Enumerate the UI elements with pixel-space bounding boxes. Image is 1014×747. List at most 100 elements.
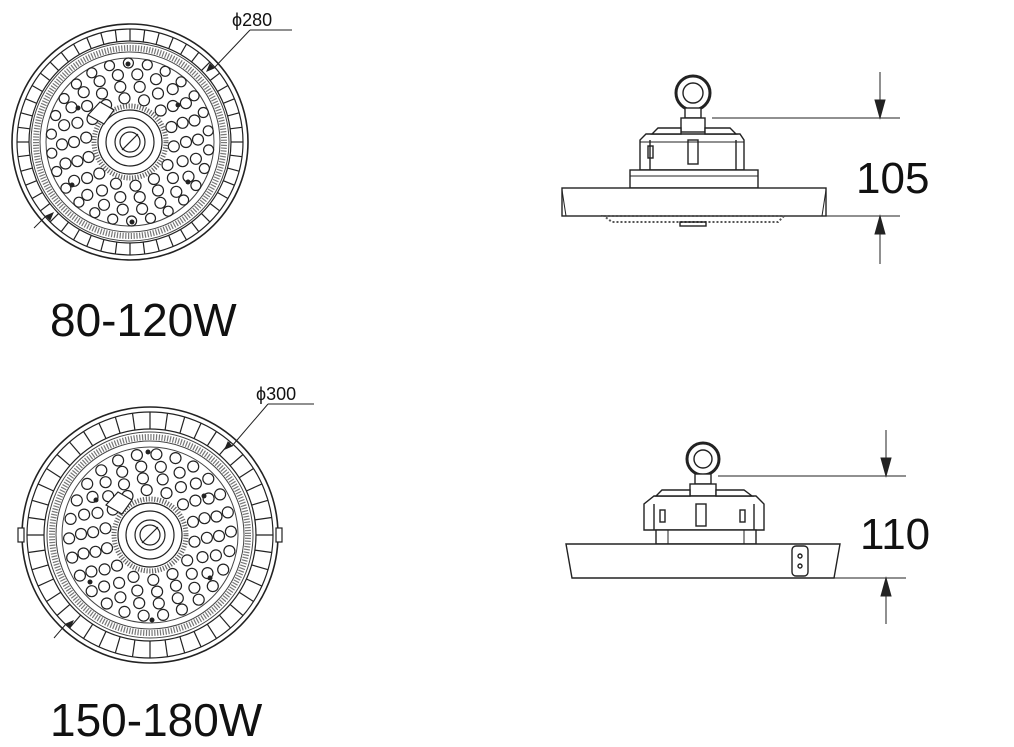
cooling-fin [56, 454, 71, 467]
led-lens [135, 460, 148, 473]
led-lens [198, 512, 211, 525]
cooling-fin [31, 564, 49, 571]
led-lens [89, 545, 102, 558]
led-lens [154, 196, 167, 209]
led-lens [171, 592, 184, 605]
led-lens [137, 94, 151, 107]
led-lens [157, 608, 170, 622]
led-lens [150, 448, 163, 461]
led-lens-array-1 [45, 57, 215, 227]
led-lens [221, 506, 234, 519]
led-lens [109, 177, 123, 190]
cooling-fin [238, 591, 254, 603]
led-lens [192, 593, 205, 606]
led-lens [77, 547, 90, 560]
cooling-fin [218, 614, 231, 629]
led-lens [55, 138, 69, 151]
led-lens [151, 184, 165, 197]
cooling-fin [31, 191, 43, 200]
led-lens [116, 203, 129, 216]
led-lens [159, 65, 171, 77]
led-lens [118, 605, 131, 619]
height-label-2: 110 [860, 510, 930, 559]
led-lens [114, 80, 127, 94]
cooling-fin [209, 203, 220, 212]
cooling-fin [17, 126, 30, 130]
led-lens [65, 101, 78, 114]
led-lens [89, 207, 101, 219]
led-lens [217, 563, 230, 576]
led-lens [85, 585, 98, 598]
cooling-fin [131, 639, 136, 657]
led-lens [173, 466, 186, 479]
cooling-fin [191, 221, 200, 232]
cooling-fin [72, 229, 81, 241]
cooling-fin [217, 84, 229, 93]
center-hub-2 [111, 496, 189, 574]
led-lens [100, 597, 113, 610]
led-lens [141, 59, 153, 71]
cooling-fin [179, 43, 188, 55]
led-lens [97, 580, 111, 593]
led-lens [151, 87, 165, 100]
led-lens [95, 184, 109, 197]
mesh-ring-2 [46, 431, 254, 639]
led-lens [133, 191, 146, 204]
led-lens [186, 515, 200, 528]
cooling-fin [82, 623, 94, 639]
led-lens [46, 147, 58, 159]
led-lens [66, 551, 79, 564]
led-lens [64, 512, 77, 526]
cooling-fin [40, 203, 51, 212]
led-lens [188, 90, 200, 102]
cooling-fin [200, 61, 211, 72]
cooling-fin [155, 239, 160, 252]
cooling-fin [49, 61, 60, 72]
led-lens [107, 213, 119, 225]
led-lens [174, 481, 187, 494]
cooling-fin [69, 441, 82, 456]
cooling-fin [155, 32, 160, 45]
led-lens [136, 472, 149, 485]
cooling-fin [238, 467, 254, 479]
power-label-1: 80-120W [50, 294, 237, 346]
center-hub-1 [91, 103, 169, 181]
led-lens [73, 196, 85, 208]
cooling-fin [168, 37, 174, 49]
led-lens [74, 527, 88, 541]
led-lens [178, 194, 190, 206]
led-lens [77, 86, 90, 99]
height-dimension-1 [712, 72, 900, 264]
led-lens [110, 559, 124, 572]
led-lens [117, 478, 131, 491]
led-lens [67, 135, 81, 149]
cooling-fin [100, 32, 105, 45]
led-lens [202, 472, 215, 485]
led-lens [122, 57, 134, 69]
led-lens [137, 609, 150, 622]
led-lens [45, 128, 58, 140]
cooling-fin [254, 516, 272, 521]
cooling-fin [40, 72, 51, 81]
cooling-fin [114, 636, 121, 654]
led-lens [91, 506, 104, 520]
cooling-fin [100, 239, 105, 252]
led-lens [202, 125, 214, 137]
led-lens [209, 549, 222, 562]
led-lens [131, 68, 144, 81]
cooling-fin [254, 549, 272, 554]
led-lens [60, 182, 72, 194]
cooling-fin [179, 416, 186, 434]
cooling-fin [227, 112, 240, 117]
screws-2 [87, 449, 213, 623]
cooling-fin [28, 516, 46, 521]
screws-1 [69, 61, 191, 225]
led-lens [100, 542, 114, 555]
led-lens [97, 198, 111, 211]
cooling-fin [164, 639, 169, 657]
driver-plate-2 [105, 491, 133, 515]
cooling-fin [114, 242, 118, 255]
led-lens [95, 464, 108, 477]
cooling-fin [246, 578, 263, 587]
cooling-fin [31, 84, 43, 93]
